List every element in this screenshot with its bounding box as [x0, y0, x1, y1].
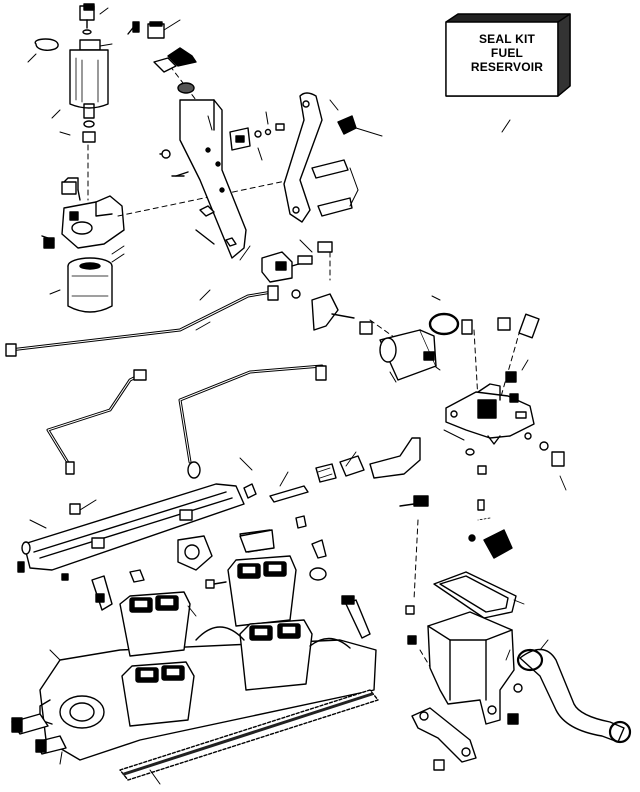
seal-kit-label: SEAL KIT FUEL RESERVOIR: [452, 22, 562, 84]
fuel-rail: [21, 483, 273, 571]
coolant-hose: [516, 639, 632, 744]
fuel-filter-base: [41, 177, 125, 249]
thermostat-housing: [405, 499, 523, 725]
regulator-small-parts: [229, 111, 285, 161]
seal-kit-line-2: FUEL: [490, 46, 524, 60]
manifold-bolt: [239, 515, 371, 639]
seal-kit-line-1: SEAL KIT: [478, 32, 536, 46]
link-bracket: [411, 707, 519, 771]
secondary-fuel-pump: [311, 293, 460, 383]
intake-manifold: [39, 555, 377, 761]
coolant-sensors: [11, 713, 67, 765]
manifold-gasket: [119, 689, 379, 785]
electric-fuel-pump: [27, 3, 113, 143]
relay-and-screw: [127, 19, 181, 39]
seal-kit-box: [445, 13, 571, 133]
fuel-lines: [5, 285, 327, 479]
fuel-reservoir-body: [443, 313, 565, 475]
support-strap: [283, 92, 383, 223]
fuel-filter-canister: [49, 253, 125, 313]
mounting-bracket: [153, 47, 247, 259]
leader-lines: [111, 245, 567, 661]
fuel-fittings: [261, 239, 333, 299]
seal-kit-line-3: RESERVOIR: [470, 60, 544, 74]
fuel-hose-elbow: [243, 437, 429, 507]
fuel-injectors: [17, 561, 227, 611]
